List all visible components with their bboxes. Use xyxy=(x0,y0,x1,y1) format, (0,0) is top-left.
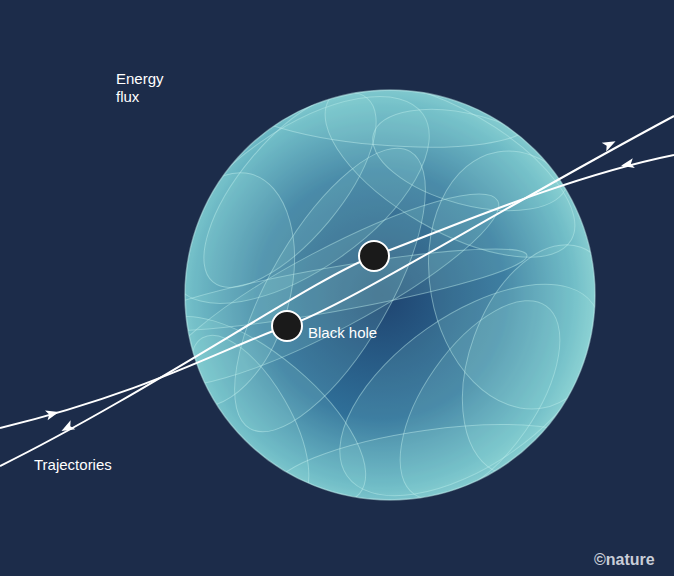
trajectory-line xyxy=(0,116,674,428)
flux-petals xyxy=(121,48,646,537)
black-hole xyxy=(359,241,389,271)
arrowhead xyxy=(602,137,618,152)
arrowhead xyxy=(620,158,635,170)
black-hole xyxy=(272,311,302,341)
energy-flux-label: Energy flux xyxy=(116,70,178,106)
black-hole-label: Black hole xyxy=(308,324,377,342)
trajectory-line xyxy=(0,155,674,466)
arrowhead xyxy=(59,420,75,435)
arrowhead xyxy=(45,407,60,420)
trajectories-label: Trajectories xyxy=(34,456,112,474)
copyright-mark: ©nature xyxy=(594,550,655,569)
sphere-rim xyxy=(185,90,595,500)
